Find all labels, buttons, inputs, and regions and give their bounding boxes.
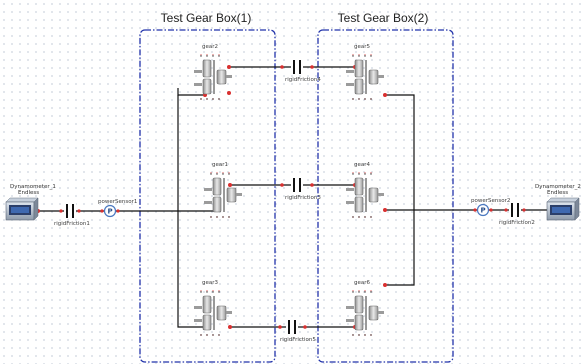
rigid-friction-2-label: rigidFriction2 (499, 220, 535, 226)
gear4-label: gear4 (354, 162, 371, 168)
gear2-label: gear2 (202, 44, 218, 50)
power-sensor-1-label: powerSensor1 (98, 199, 137, 205)
dynamometer-2-sub: Endless (547, 190, 568, 196)
gear1[interactable]: gear1 (203, 162, 243, 219)
test-gear-box-2-title: Test Gear Box(2) (338, 11, 429, 25)
power-sensor-2-symbol: P (480, 207, 485, 215)
dynamometer-1[interactable]: Dynamometer_1 Endless (5, 184, 56, 221)
gear1-label: gear1 (212, 162, 228, 168)
power-sensor-2[interactable]: P powerSensor2 (471, 198, 510, 217)
gear3-label: gear3 (202, 280, 219, 286)
gear2[interactable]: gear2 (193, 44, 233, 101)
dynamometer-1-sub: Endless (18, 190, 39, 196)
gear6-label: gear6 (354, 280, 371, 286)
rigid-friction-1[interactable]: rigidFriction1 (54, 203, 90, 227)
test-gear-box-1-title: Test Gear Box(1) (161, 11, 252, 25)
dynamometer-2[interactable]: Dynamometer_2 Endless (535, 184, 581, 221)
gear5-label: gear5 (354, 44, 371, 50)
test-gear-box-1-frame (139, 29, 276, 363)
rigid-friction-1-label: rigidFriction1 (54, 221, 90, 227)
rigid-friction-4-label: rigidFriction4 (285, 77, 321, 83)
gear5[interactable]: gear5 (345, 44, 385, 101)
gear3[interactable]: gear3 (193, 280, 233, 337)
dynamometer-1-title: Dynamometer_1 (10, 184, 56, 190)
dynamometer-2-title: Dynamometer_2 (535, 184, 581, 190)
rigid-friction-3-label: rigidFriction3 (285, 195, 321, 201)
rigid-friction-5-label: rigidFriction5 (280, 337, 316, 343)
rigid-friction-5[interactable]: rigidFriction5 (280, 319, 316, 343)
power-sensor-2-label: powerSensor2 (471, 198, 510, 204)
test-gear-box-2-frame (317, 29, 454, 363)
rigid-friction-2[interactable]: rigidFriction2 (499, 202, 535, 226)
gear4[interactable]: gear4 (345, 162, 385, 219)
rigid-friction-4[interactable]: rigidFriction4 (285, 59, 321, 83)
rigid-friction-3[interactable]: rigidFriction3 (285, 177, 321, 201)
power-sensor-1[interactable]: P powerSensor1 (98, 199, 137, 218)
gear6[interactable]: gear6 (345, 280, 385, 337)
power-sensor-1-symbol: P (107, 208, 112, 216)
